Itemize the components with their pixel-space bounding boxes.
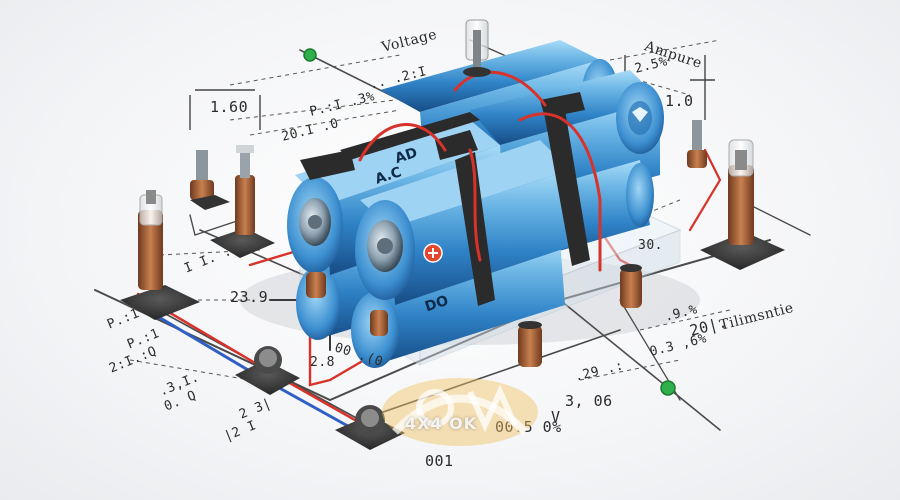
battery-pack <box>287 40 682 368</box>
terminal-post-right-front <box>700 139 785 270</box>
watermark-logo: 4X4 OK <box>375 370 545 450</box>
terminal-post-left-front <box>120 190 200 320</box>
label-30: 30. <box>638 238 663 253</box>
pack-red-wiring <box>358 70 602 272</box>
green-bead-right <box>660 380 676 396</box>
terminal-post-left-back <box>210 145 275 258</box>
terminal-post-left-mid <box>190 150 230 210</box>
watermark-emblem <box>382 378 538 446</box>
terminal-post-top <box>463 19 491 77</box>
label-v: V <box>551 408 561 426</box>
bracket-markers <box>189 55 715 130</box>
inductor-coil-4 <box>370 310 388 336</box>
label-30p: 3, 06 <box>565 392 613 410</box>
terminal-post-right-back <box>687 120 707 168</box>
label-z8: 2.8 <box>310 355 335 370</box>
label-239: 23.9 <box>230 288 269 306</box>
screw-connector-1 <box>235 346 300 395</box>
inductor-coil-2 <box>518 321 542 367</box>
inductor-coil-1 <box>620 264 642 308</box>
inductor-coil-3 <box>306 272 326 298</box>
label-10: 1.0 <box>665 92 694 110</box>
screw-connector-2 <box>335 405 405 450</box>
label-001: 001 <box>425 452 454 470</box>
label-160: 1.60 <box>210 98 249 116</box>
watermark-text: 4X4 OK <box>405 414 478 433</box>
green-bead-left <box>303 48 317 62</box>
